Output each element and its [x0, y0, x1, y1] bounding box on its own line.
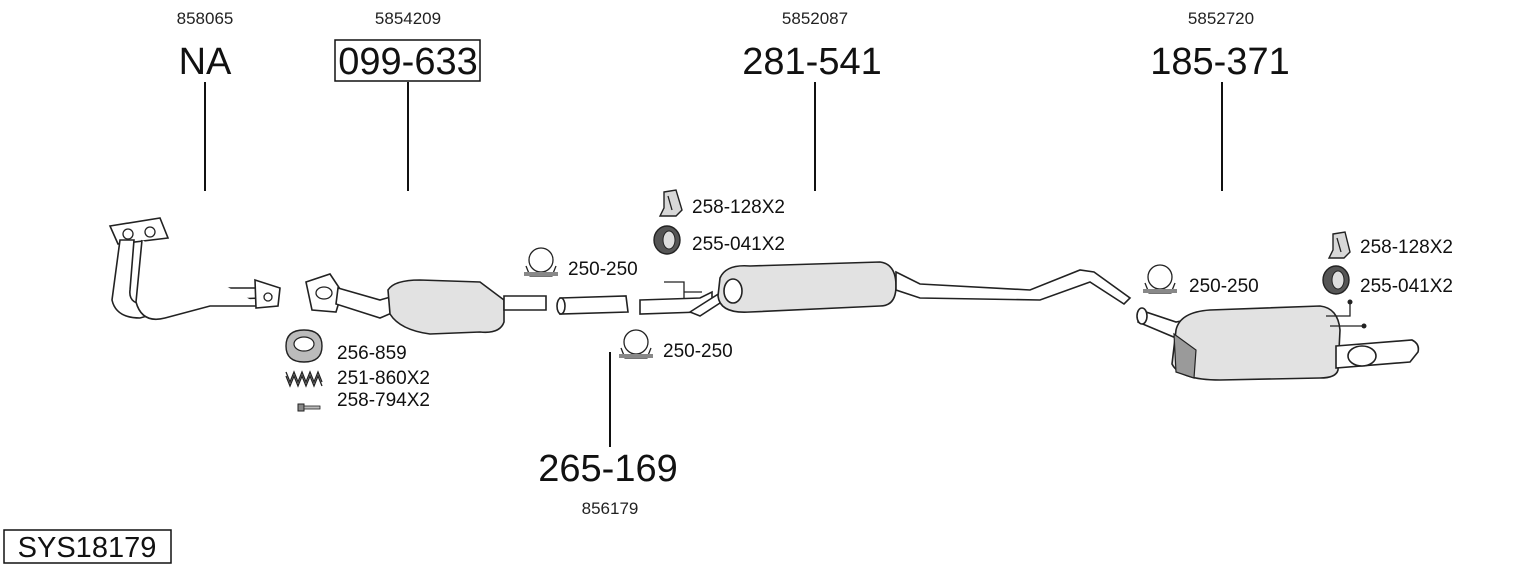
accessory-label: 250-250 [1189, 276, 1259, 297]
rear-silencer-drawing [1136, 299, 1420, 381]
part-middle-silencer[interactable]: 5852087 281-541 [742, 9, 882, 191]
part-number: 099-633 [338, 41, 477, 83]
accessory-rubber-mount[interactable]: 255-041X2 [653, 225, 785, 255]
accessory-spring[interactable]: 251-860X2 [285, 368, 430, 389]
oe-number: 5852087 [782, 9, 848, 28]
hanger-bracket-icon [658, 189, 683, 217]
part-catalytic-converter[interactable]: 5854209 099-633 [334, 9, 481, 191]
accessory-pipe-clamp[interactable]: 250-250 [524, 247, 638, 280]
accessory-bolt[interactable]: 258-794X2 [297, 390, 430, 412]
accessory-hanger-bracket-rear[interactable]: 258-128X2 [1327, 231, 1453, 259]
hanger-bracket-icon [1327, 231, 1351, 259]
oe-number: 5852720 [1188, 9, 1254, 28]
front-pipe-drawing [108, 217, 281, 321]
part-rear-silencer[interactable]: 5852720 185-371 [1150, 9, 1290, 191]
catalytic-converter-drawing [305, 273, 547, 335]
oe-number: 856179 [582, 499, 639, 518]
accessory-label: 250-250 [568, 259, 638, 280]
pipe-clamp-icon [1143, 264, 1177, 294]
accessory-label: 251-860X2 [337, 368, 430, 389]
part-number: 265-169 [538, 448, 677, 490]
bolt-icon [297, 403, 321, 412]
accessory-pipe-clamp-lower[interactable]: 250-250 [619, 329, 733, 362]
system-code: SYS18179 [3, 529, 172, 564]
accessory-label: 256-859 [337, 343, 407, 364]
gasket-ring-icon [285, 329, 323, 363]
accessory-label: 255-041X2 [692, 234, 785, 255]
accessory-rubber-mount-rear[interactable]: 255-041X2 [1322, 265, 1453, 297]
accessory-label: 258-128X2 [692, 197, 785, 218]
part-number: 281-541 [742, 41, 881, 83]
middle-silencer-drawing [639, 261, 1132, 317]
accessory-gasket-ring[interactable]: 256-859 [285, 329, 407, 364]
accessory-label: 255-041X2 [1360, 276, 1453, 297]
spring-icon [285, 370, 323, 388]
system-code-box [3, 529, 172, 564]
system-code-text: SYS18179 [18, 532, 157, 564]
accessory-label: 258-794X2 [337, 390, 430, 411]
part-front-pipe[interactable]: 858065 NA [177, 9, 234, 191]
rubber-mount-icon [653, 225, 681, 255]
accessory-label: 258-128X2 [1360, 237, 1453, 258]
part-connecting-pipe[interactable]: 265-169 856179 [538, 352, 678, 518]
accessory-pipe-clamp-rear[interactable]: 250-250 [1143, 264, 1259, 297]
accessory-hanger-bracket[interactable]: 258-128X2 [658, 189, 785, 218]
oe-number: 5854209 [375, 9, 441, 28]
oe-number: 858065 [177, 9, 234, 28]
rubber-mount-icon [1322, 265, 1350, 295]
part-number-box [334, 39, 481, 82]
accessory-label: 250-250 [663, 341, 733, 362]
part-number: NA [179, 41, 232, 83]
pipe-clamp-icon [619, 329, 653, 359]
part-number: 185-371 [1150, 41, 1289, 83]
pipe-clamp-icon [524, 247, 558, 277]
connecting-pipe-drawing [556, 295, 629, 315]
